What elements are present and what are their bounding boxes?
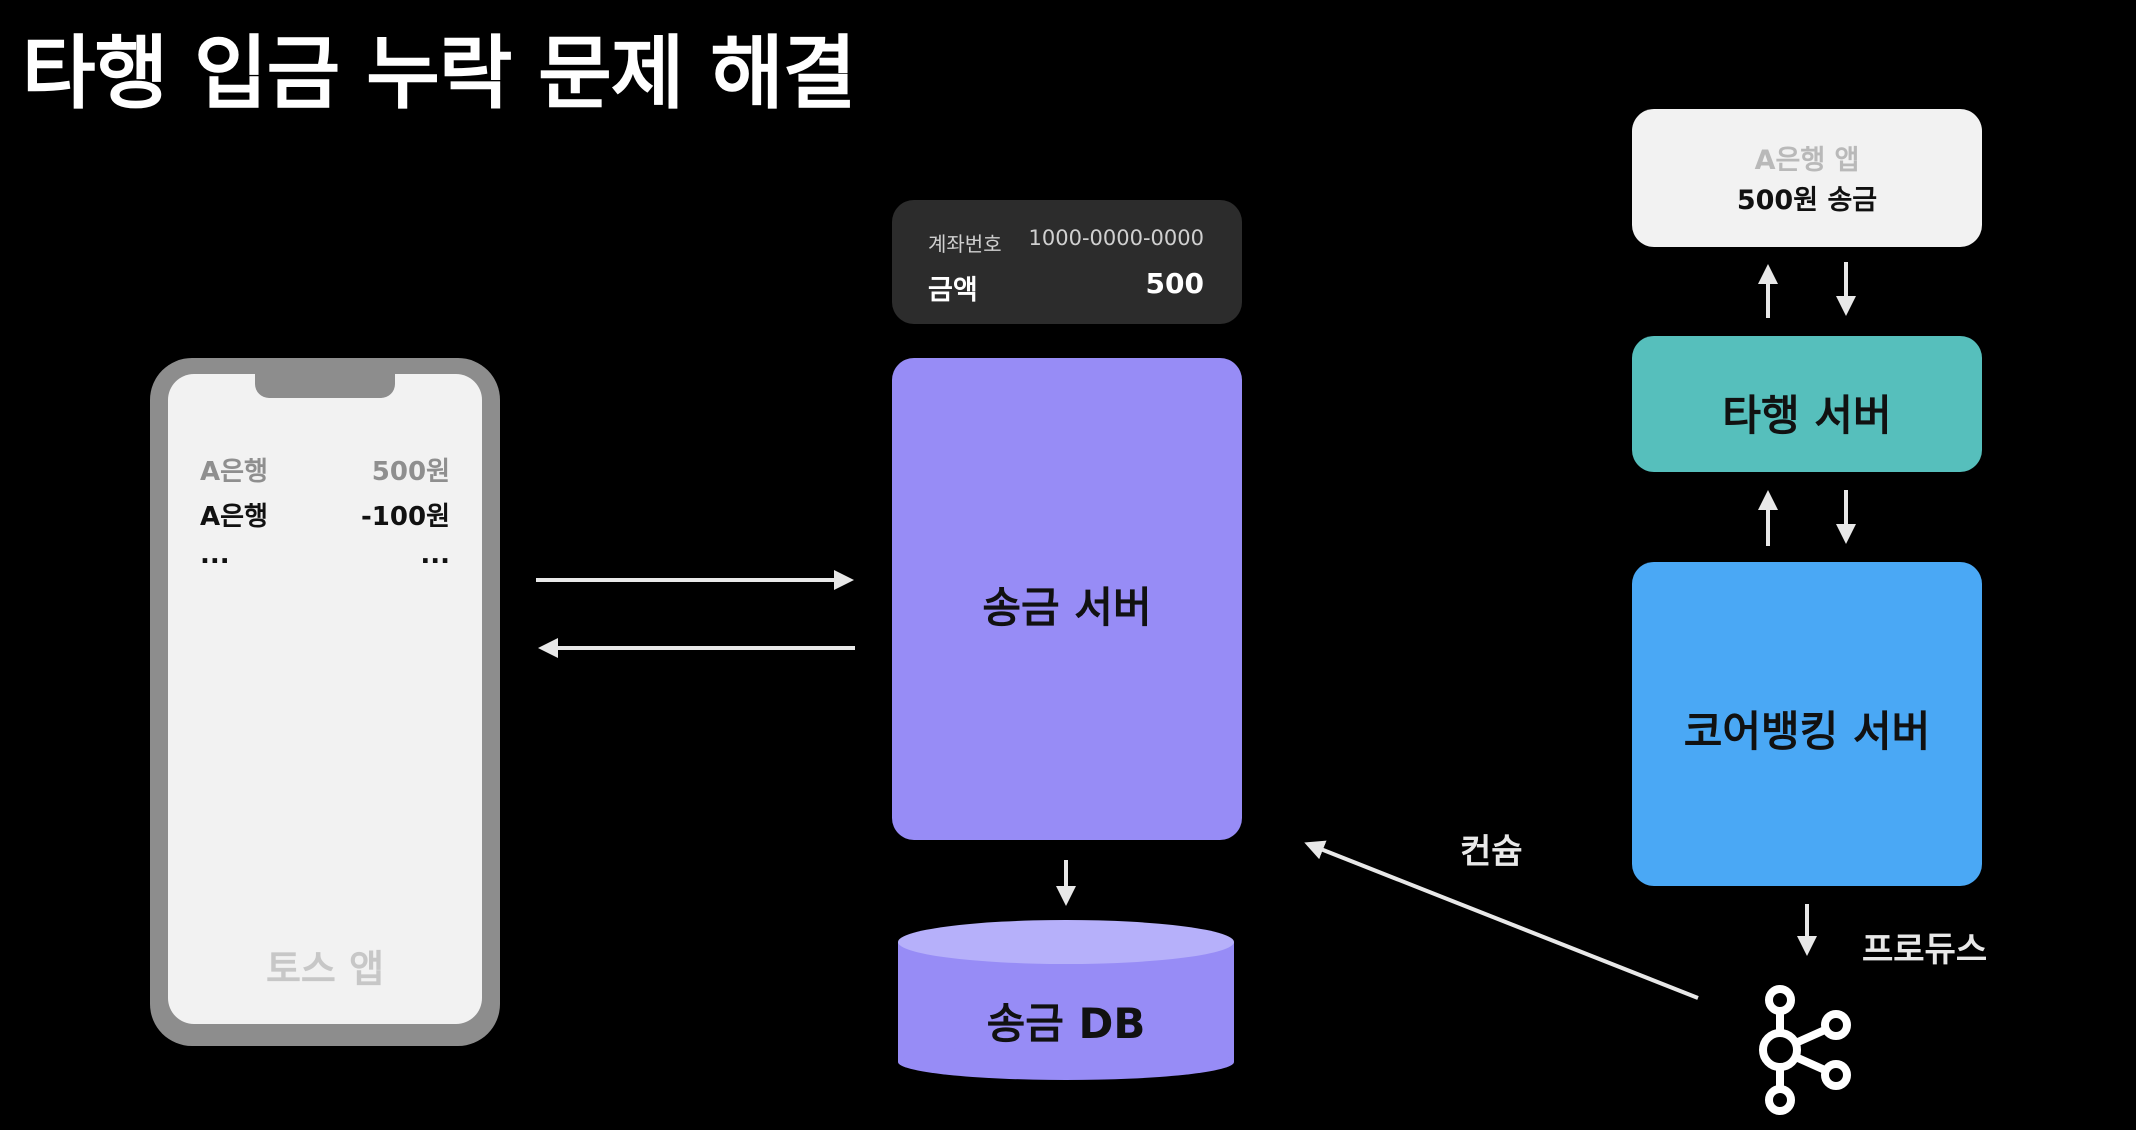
phone-notch [255, 374, 395, 398]
transaction-ellipsis-left: ... [200, 540, 230, 570]
bank-app-box [1632, 109, 1982, 247]
kafka-icon [1759, 985, 1851, 1115]
transaction-amount-1: 500원 [371, 457, 450, 487]
phone-screen [168, 374, 482, 1024]
consume-label: 컨슘 [1460, 832, 1523, 872]
consume-arrow [1304, 840, 1699, 1000]
transfer-db-label: 송금 DB [986, 999, 1146, 1048]
transfer-server-label: 송금 서버 [982, 583, 1152, 632]
transaction-bank-1: A은행 [200, 457, 268, 487]
other-bank-server-label: 타행 서버 [1722, 391, 1892, 440]
amount-label: 금액 [928, 275, 978, 306]
transaction-ellipsis-right: ... [420, 540, 450, 570]
account-card [892, 200, 1242, 324]
core-banking-server-label: 코어뱅킹 서버 [1683, 707, 1931, 756]
toss-app-label: 토스 앱 [265, 947, 385, 991]
amount-value: 500 [1145, 267, 1204, 300]
core-banking-server-box [1632, 562, 1982, 886]
bank-app-action: 500원 송금 [1736, 185, 1878, 216]
transaction-bank-2: A은행 [200, 502, 268, 532]
slide-title: 타행 입금 누락 문제 해결 [22, 27, 856, 120]
db-cylinder-icon [898, 920, 1234, 1080]
transaction-amount-2: -100원 [361, 502, 450, 532]
other-bank-server-box [1632, 336, 1982, 472]
bank-app-title: A은행 앱 [1754, 145, 1860, 176]
account-number-value: 1000-0000-0000 [1028, 226, 1205, 250]
produce-label: 프로듀스 [1862, 930, 1988, 970]
transfer-server-box [892, 358, 1242, 840]
account-number-label: 계좌번호 [928, 232, 1002, 256]
